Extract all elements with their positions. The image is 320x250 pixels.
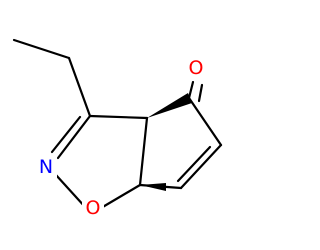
bond-ch3-ch2: [12, 38, 71, 60]
structure-canvas: O N O: [12, 38, 223, 220]
bond-c4-c5: [187, 96, 223, 147]
bond-c4-o-carbonyl-1: [187, 80, 195, 100]
nitrogen-label: N: [39, 156, 53, 178]
nitrogen-background: [35, 156, 57, 180]
ring-oxygen-background: [82, 196, 104, 220]
wedge-bond-c6a-c6: [140, 183, 166, 191]
bond-c5-c6-inner: [176, 145, 212, 183]
bond-c3a-c6a: [138, 116, 149, 187]
carbonyl-oxygen-label: O: [189, 57, 204, 79]
bond-c4-o-carbonyl-2: [197, 83, 204, 103]
bond-n-o: [54, 173, 88, 210]
bond-ch2-c3: [67, 56, 92, 118]
bond-c3-n-double-outer: [56, 114, 92, 160]
bond-c5-c6-outer: [179, 143, 223, 190]
bond-c3-c3a: [88, 114, 149, 120]
wedge-bond-c3a-c4: [147, 93, 192, 118]
ring-oxygen-label: O: [86, 197, 101, 219]
carbonyl-oxygen-background: [186, 57, 208, 81]
bond-o-c6a: [99, 183, 142, 210]
bond-c3-n-double-inner: [50, 115, 82, 154]
molecule-drawing: O N O: [12, 38, 223, 220]
